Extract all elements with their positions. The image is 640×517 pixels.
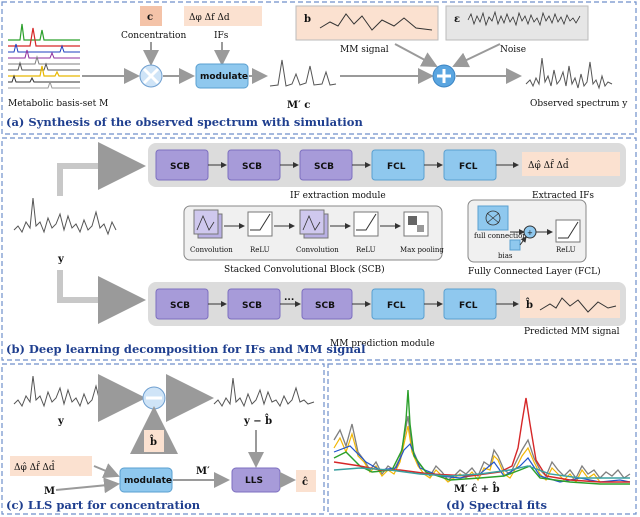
maxpool-label: Max pooling: [400, 246, 444, 254]
bias-label: bias: [498, 252, 513, 260]
svg-text:SCB: SCB: [314, 162, 334, 172]
observed-signal: [525, 57, 613, 90]
fit-yellow: [333, 425, 601, 484]
panel-d-frame: [327, 363, 637, 515]
concentration-label: Concentration: [121, 31, 186, 41]
concentration-symbol: c: [147, 12, 153, 23]
if-module-label: IF extraction module: [290, 191, 386, 201]
noise-waveform: [467, 10, 581, 27]
predicted-b-hat: b̂: [525, 298, 533, 311]
modulate-block-c: [119, 467, 173, 493]
fcl-caption: Fully Connected Layer (FCL): [468, 266, 601, 277]
observed-label: Observed spectrum y: [530, 99, 628, 109]
mm-module-label: MM prediction module: [330, 339, 435, 349]
dots-label: ...: [284, 293, 294, 303]
convolution-label: Convolution: [190, 246, 233, 254]
caption-c: (c) LLS part for concentration: [6, 498, 201, 512]
ifs-label: IFs: [214, 31, 229, 41]
mm-symbol: b: [304, 14, 311, 25]
ifs-box: [184, 6, 262, 26]
c-hat-box: [296, 470, 316, 492]
mm-waveform: [319, 13, 433, 31]
svg-text:+: +: [527, 229, 533, 237]
svg-text:FCL: FCL: [387, 162, 406, 172]
svg-text:SCB: SCB: [315, 301, 335, 311]
arrow-noise-plus: [452, 43, 501, 68]
lls-y-signal: [13, 375, 109, 408]
predicted-mm-box: [520, 290, 620, 318]
caption-a: (a) Synthesis of the observed spectrum w…: [6, 115, 363, 129]
mm-label: MM signal: [340, 45, 389, 55]
y-minus-b-signal: [213, 377, 315, 408]
b-hat-label: b̂: [149, 435, 157, 448]
extracted-ifs-symbols: Δφ̂ Δf̂ Δd̂: [528, 158, 569, 171]
noise-symbol: ε: [454, 14, 460, 25]
svg-text:SCB: SCB: [242, 301, 262, 311]
svg-text:SCB: SCB: [170, 301, 190, 311]
if-module-blocks: SCB SCB SCB FCL FCL: [155, 149, 519, 181]
lls-y-label: y: [57, 416, 65, 427]
panel-b-frame: [1, 137, 637, 361]
noise-label: Noise: [500, 45, 526, 55]
lls-ifs-symbols: Δφ̂ Δf̂ Δd̂: [14, 460, 55, 473]
arrow-mm-plus: [394, 43, 438, 67]
fit-green: [333, 389, 630, 485]
y-minus-b-label: y − b̂: [243, 414, 272, 427]
relu-label: ReLU: [556, 246, 576, 254]
arrow-ifs-modulate-c: [93, 463, 120, 478]
input-y-label: y: [57, 254, 65, 265]
concentration-box: [140, 6, 162, 26]
convolution-label: Convolution: [296, 246, 339, 254]
svg-text:FCL: FCL: [459, 162, 478, 172]
lls-ifs-box: [10, 456, 92, 476]
svg-text:SCB: SCB: [242, 162, 262, 172]
mc-signal: [269, 59, 337, 87]
arrow-m-modulate-c: [55, 477, 120, 494]
lls-label: LLS: [245, 476, 263, 486]
modulate-label-a: modulate: [200, 72, 248, 82]
input-y-signal: [13, 197, 117, 236]
relu-label: ReLU: [250, 246, 270, 254]
mm-module-blocks: SCB SCB ... SCB FCL FCL: [155, 288, 519, 320]
scb-detail: Convolution ReLU Convolution ReLU Max po…: [190, 209, 444, 254]
lls-m-label: M: [44, 486, 55, 497]
caption-d: (d) Spectral fits: [446, 498, 547, 512]
relu-label: ReLU: [356, 246, 376, 254]
caption-b: (b) Deep learning decomposition for IFs …: [6, 342, 366, 356]
basis-set-label: Metabolic basis-set M: [8, 99, 108, 109]
m-prime-label: M′: [196, 466, 210, 477]
panel-c-frame: [1, 363, 325, 515]
modulate-label-c: modulate: [124, 476, 172, 486]
fcl-detail: full connection + bias ReLU: [474, 205, 581, 260]
full-connection-label: full connection: [474, 232, 527, 240]
svg-text:FCL: FCL: [387, 301, 406, 311]
svg-text:FCL: FCL: [459, 301, 478, 311]
predicted-mm-label: Predicted MM signal: [524, 327, 620, 337]
fit-teal: [333, 465, 630, 479]
b-hat-box: [144, 430, 164, 452]
scb-caption: Stacked Convolutional Block (SCB): [224, 264, 385, 275]
multiply-icon: [139, 64, 163, 88]
mc-label: M′ c: [287, 100, 310, 111]
modulate-block-a: [195, 63, 249, 89]
subtract-icon: [142, 386, 166, 410]
add-icon: [432, 64, 456, 88]
extracted-ifs-label: Extracted IFs: [532, 191, 594, 201]
svg-text:SCB: SCB: [170, 162, 190, 172]
c-hat-label: ĉ: [302, 477, 308, 488]
predicted-mm-waveform: [539, 297, 617, 313]
extracted-ifs-box: [522, 152, 620, 176]
mm-signal-box: [295, 5, 439, 41]
basis-set-stack: [8, 23, 80, 94]
spectral-fits-plot: [333, 389, 631, 485]
ifs-symbols: Δφ Δf Δd: [189, 13, 230, 23]
noise-box: [445, 5, 589, 41]
fit-blue: [333, 442, 631, 483]
fit-label: M′ ĉ + b̂: [454, 482, 500, 495]
panel-a-frame: [1, 1, 637, 135]
